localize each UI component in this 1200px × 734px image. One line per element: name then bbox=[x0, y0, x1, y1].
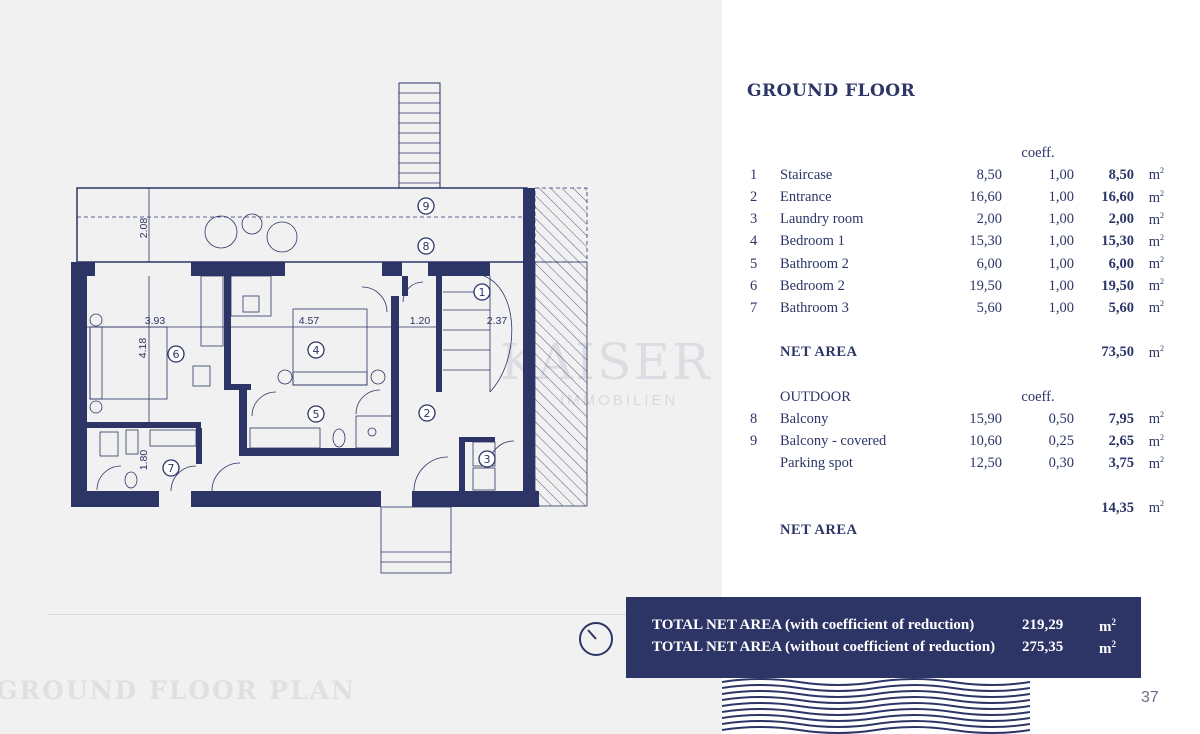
watermark-brand: KAISER bbox=[500, 333, 712, 391]
room-marker-7: 7 bbox=[162, 459, 180, 477]
room-marker-5: 5 bbox=[307, 405, 325, 423]
room-marker-6: 6 bbox=[167, 345, 185, 363]
room-marker-4: 4 bbox=[307, 341, 325, 359]
outdoor-net-label-row: NET AREA bbox=[780, 521, 858, 538]
floor-plan-panel bbox=[0, 0, 722, 734]
svg-text:7: 7 bbox=[168, 462, 175, 475]
svg-text:4: 4 bbox=[313, 344, 320, 357]
room-marker-8: 8 bbox=[417, 237, 435, 255]
dim-label-bedroom2-depth: 4.18 bbox=[137, 338, 149, 359]
floor-plan-drawing: 1 2 3 4 5 6 7 8 9 2.08 3.93 4.18 4.57 1.… bbox=[71, 82, 588, 574]
svg-text:1: 1 bbox=[479, 286, 486, 299]
table-header-row: coeff. bbox=[742, 142, 1164, 164]
outdoor-header-row: OUTDOOR coeff. bbox=[780, 388, 1055, 405]
room-marker-3: 3 bbox=[478, 450, 496, 468]
svg-text:3: 3 bbox=[484, 453, 491, 466]
svg-text:9: 9 bbox=[423, 200, 430, 213]
room-marker-1: 1 bbox=[473, 283, 491, 301]
dim-label-bedroom1-width: 4.57 bbox=[299, 315, 320, 327]
dim-label-stair: 2.37 bbox=[487, 315, 508, 327]
spacer-row bbox=[742, 320, 1164, 342]
svg-text:8: 8 bbox=[423, 240, 430, 253]
svg-text:5: 5 bbox=[313, 408, 320, 421]
spacer-row bbox=[742, 364, 1164, 386]
svg-text:2: 2 bbox=[424, 407, 431, 420]
section-title: GROUND FLOOR bbox=[747, 81, 916, 101]
watermark-sub: IMMOBILIEN bbox=[560, 392, 679, 409]
coef-header: coeff. bbox=[1021, 144, 1055, 161]
dim-label-bedroom2-width: 3.93 bbox=[145, 315, 166, 327]
dim-label-hall: 1.20 bbox=[410, 315, 431, 327]
exterior-stair-treads bbox=[399, 92, 440, 184]
room-marker-2: 2 bbox=[418, 404, 436, 422]
room-marker-9: 9 bbox=[417, 197, 435, 215]
dim-label-bathroom3: 1.80 bbox=[138, 450, 150, 471]
room-markers: 1 2 3 4 5 6 7 8 9 bbox=[162, 197, 496, 477]
dim-label-balcony: 2.08 bbox=[138, 218, 150, 239]
plan-divider bbox=[48, 614, 698, 615]
page-number: 37 bbox=[1141, 689, 1159, 706]
svg-text:6: 6 bbox=[173, 348, 180, 361]
clock-icon bbox=[579, 622, 613, 656]
plan-caption: GROUND FLOOR PLAN bbox=[0, 676, 356, 705]
wave-pattern-decoration bbox=[722, 678, 1030, 734]
total-area-box: TOTAL NET AREA (with coefficient of redu… bbox=[626, 597, 1141, 678]
spacer-row bbox=[742, 475, 1164, 497]
